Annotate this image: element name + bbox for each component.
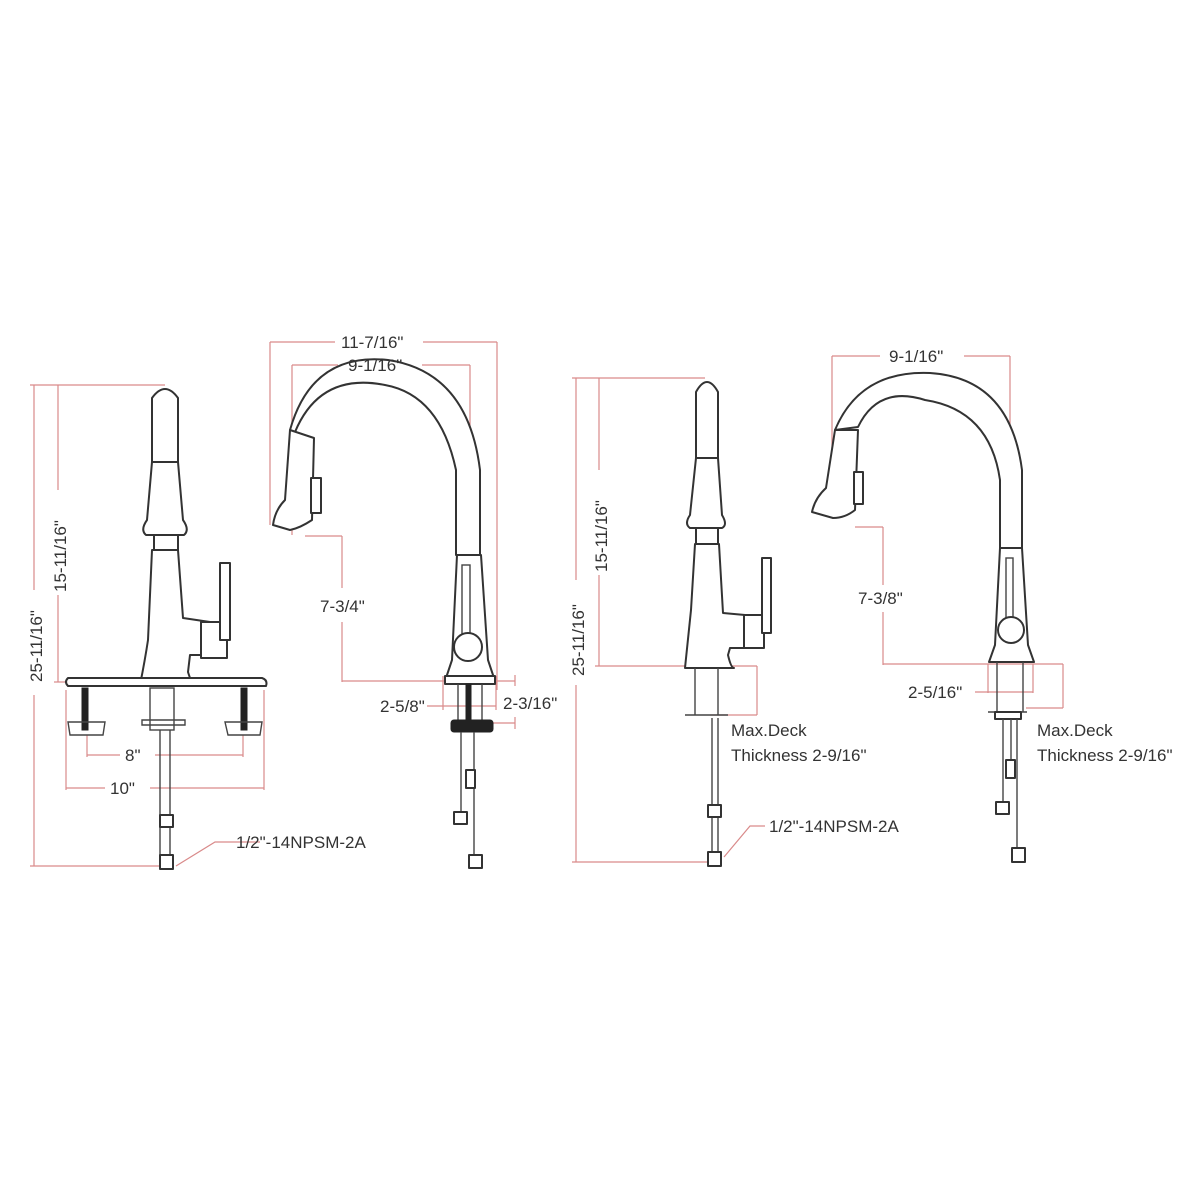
label-overall-height: 25-11/16"	[27, 610, 46, 682]
label-base-diameter: 2-5/16"	[908, 683, 962, 702]
label-spout-clearance: 7-3/4"	[320, 597, 365, 616]
label-connector: 1/2"-14NPSM-2A	[769, 817, 899, 836]
dimension-lines	[30, 384, 265, 867]
view-side-no-deckplate: 9-1/16" 7-3/8" 2-5/16" Max.Deck Thicknes…	[811, 347, 1173, 863]
dimension-labels: 11-7/16" 9-1/16" 7-3/4" 2-5/8" 2-3/16"	[320, 333, 557, 716]
label-reach-spout: 9-1/16"	[889, 347, 943, 366]
label-max-deck-line1: Max.Deck	[1037, 721, 1113, 740]
label-deck-offset: 2-3/16"	[503, 694, 557, 713]
label-max-deck-line2: Thickness 2-9/16"	[1037, 746, 1173, 765]
label-deckplate-width: 10"	[110, 779, 135, 798]
faucet-front-outline	[684, 381, 772, 867]
dimension-labels: 25-11/16" 15-11/16" 8" 10" 1/2"-14NPSM-2…	[24, 490, 366, 852]
label-spout-height: 15-11/16"	[592, 500, 611, 572]
label-base-diameter: 2-5/8"	[380, 697, 425, 716]
view-front-no-deckplate: 25-11/16" 15-11/16" Max.Deck Thickness 2…	[566, 377, 899, 867]
label-hole-spacing: 8"	[125, 746, 141, 765]
view-side-with-deckplate: 11-7/16" 9-1/16" 7-3/4" 2-5/8" 2-3/16"	[269, 333, 557, 869]
dimension-labels: 25-11/16" 15-11/16" Max.Deck Thickness 2…	[566, 470, 899, 836]
view-front-with-deckplate: 25-11/16" 15-11/16" 8" 10" 1/2"-14NPSM-2…	[24, 384, 366, 870]
label-spout-height: 15-11/16"	[51, 520, 70, 592]
faucet-side-outline	[272, 358, 496, 869]
label-max-deck-line1: Max.Deck	[731, 721, 807, 740]
faucet-side-outline	[811, 371, 1035, 863]
label-max-deck-line2: Thickness 2-9/16"	[731, 746, 867, 765]
label-spout-clearance: 7-3/8"	[858, 589, 903, 608]
dimension-labels: 9-1/16" 7-3/8" 2-5/16" Max.Deck Thicknes…	[858, 347, 1173, 765]
label-connector: 1/2"-14NPSM-2A	[236, 833, 366, 852]
faucet-front-outline	[65, 388, 268, 870]
label-reach-overall: 11-7/16"	[341, 333, 403, 352]
label-overall-height: 25-11/16"	[569, 604, 588, 676]
label-reach-spout: 9-1/16"	[348, 356, 402, 375]
